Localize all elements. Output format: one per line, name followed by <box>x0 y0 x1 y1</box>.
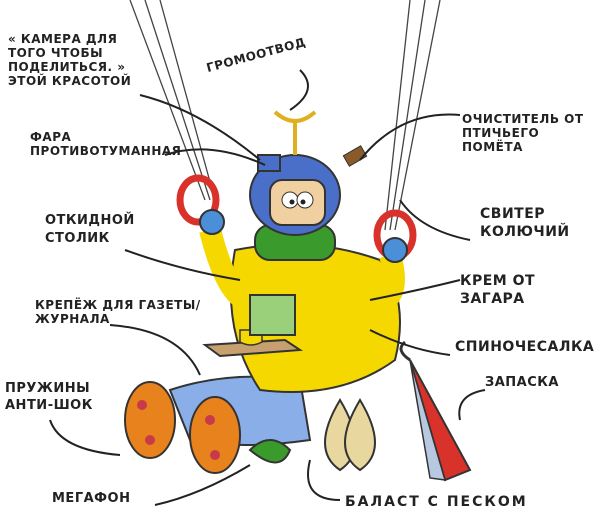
label-back-scratcher: спиночесалка <box>455 339 595 355</box>
megaphone <box>248 439 292 464</box>
brush <box>342 145 368 167</box>
label-camera: « камера для того чтобы поделиться. » эт… <box>8 32 132 88</box>
label-fog-light: фара противотуманная <box>30 130 182 158</box>
label-folding-table: откидной столик <box>45 213 135 246</box>
label-sweater: свитер колючий <box>480 206 570 240</box>
left-boot <box>124 381 176 459</box>
label-bird-dropping-cleaner: очиститель от птичьего помёта <box>462 112 584 154</box>
ballast-bag <box>344 398 376 472</box>
left-handle <box>176 174 220 226</box>
label-springs: пружины анти-шок <box>5 381 93 413</box>
label-newspaper-holder: крепёж для газеты/журнала <box>35 298 201 326</box>
newspaper <box>249 294 296 336</box>
label-sunscreen: крем от загара <box>460 273 536 307</box>
label-megaphone: мегафон <box>52 491 131 506</box>
pointer-lines <box>49 69 486 506</box>
spare-umbrella <box>399 340 472 482</box>
label-spare: запаска <box>485 375 559 390</box>
lightning-rod <box>273 110 317 155</box>
right-boot <box>189 396 241 474</box>
parachute-lines <box>129 0 441 231</box>
label-ballast: баласт с песком <box>345 494 528 510</box>
